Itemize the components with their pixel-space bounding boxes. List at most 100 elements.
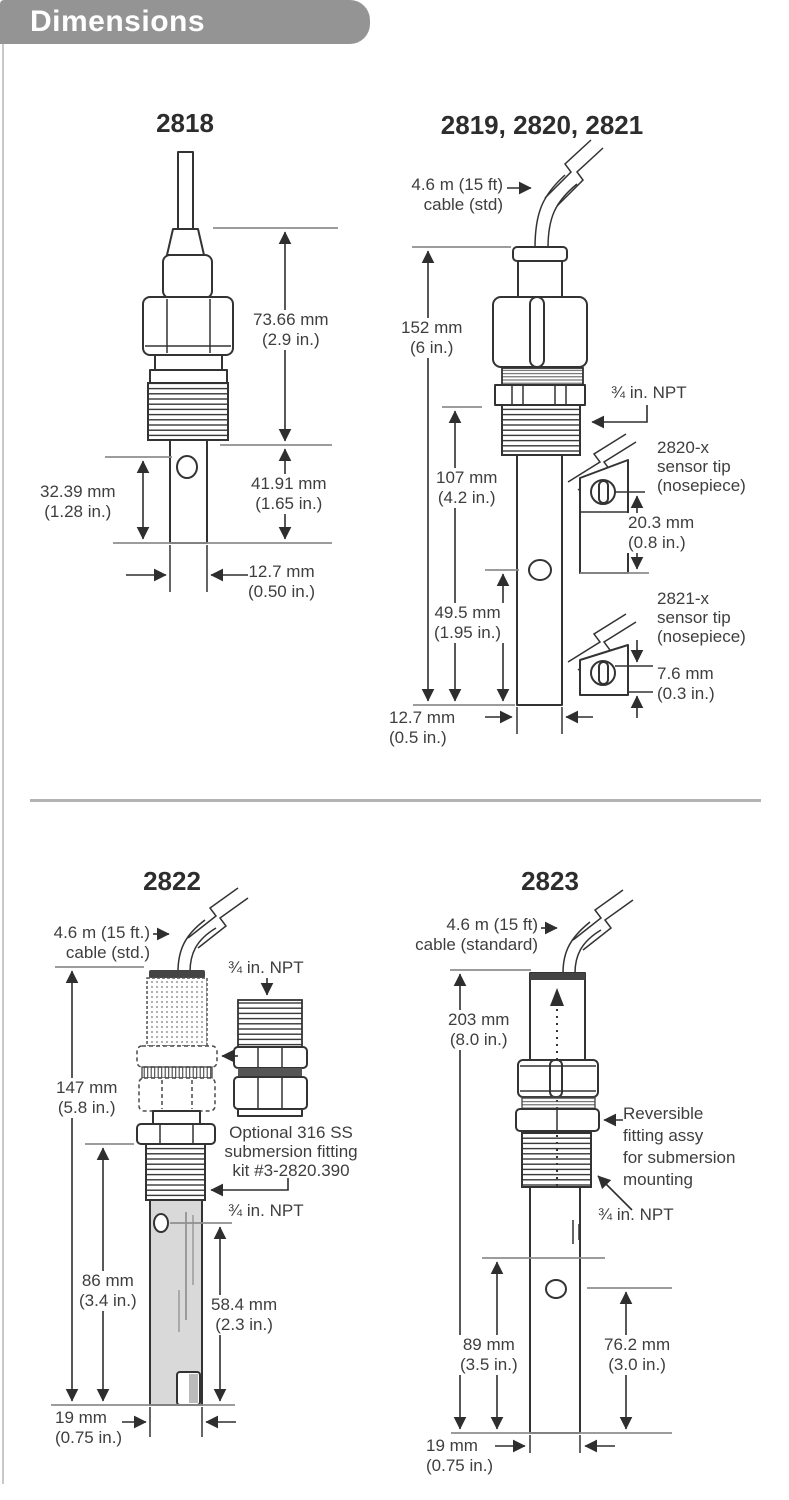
dim-label-width-2822: 19 mm (0.75 in.) xyxy=(55,1408,122,1448)
figure-title-2819-2820-2821: 2819, 2820, 2821 xyxy=(440,110,644,140)
note-line1: Reversible xyxy=(623,1104,704,1123)
dim-mm: 49.5 mm xyxy=(434,603,501,622)
optional-kit-note: Optional 316 SS submersion fitting kit #… xyxy=(213,1123,369,1180)
dim-in: (2.3 in.) xyxy=(215,1315,273,1334)
note-line3: for submersion xyxy=(623,1148,736,1167)
cable-line1: 4.6 m (15 ft.) xyxy=(53,923,150,942)
submersion-fitting-2822 xyxy=(221,978,308,1117)
sensor-drawing-2823 xyxy=(450,889,672,1453)
tip-line2: sensor tip xyxy=(657,457,731,476)
dim-label-overall-2823: 203 mm (8.0 in.) xyxy=(445,1010,513,1050)
note-line3: kit #3-2820.390 xyxy=(232,1161,350,1180)
dim-mm: 152 mm xyxy=(401,318,463,337)
figure-2823: 2823 4.6 m (15 ft) cable (standard) 203 … xyxy=(395,860,789,1500)
npt-label: ¾ in. NPT xyxy=(611,383,687,402)
sensor-body-2819 xyxy=(492,246,588,734)
cable-line2: cable (std.) xyxy=(65,943,150,962)
dim-in: (0.75 in.) xyxy=(426,1456,494,1475)
dim-mm: 19 mm xyxy=(426,1436,478,1455)
figure-title-2822: 2822 xyxy=(143,866,201,896)
dim-mm: 12.7 mm xyxy=(248,562,315,581)
sensor-body-2823 xyxy=(515,972,600,1434)
dim-label-hole-2823: 76.2 mm (3.0 in.) xyxy=(601,1335,674,1375)
cable-label: 4.6 m (15 ft) cable (standard) xyxy=(398,915,538,955)
dim-label-overall-2822: 147 mm (5.8 in.) xyxy=(53,1078,121,1118)
dim-in: (0.8 in.) xyxy=(628,533,686,552)
section-header-banner: Dimensions xyxy=(0,0,370,44)
dim-in: (1.28 in.) xyxy=(44,502,112,521)
dim-in: (0.75 in.) xyxy=(55,1428,123,1447)
dim-label-tip-2820: 20.3 mm (0.8 in.) xyxy=(625,513,698,553)
mounting-hole xyxy=(528,559,552,581)
tip-line3: (nosepiece) xyxy=(657,627,746,646)
dim-mm: 203 mm xyxy=(448,1010,510,1029)
dim-mm: 20.3 mm xyxy=(628,513,695,532)
break-icon xyxy=(567,433,627,483)
dim-in: (3.5 in.) xyxy=(460,1355,518,1374)
dim-label-hole-2818: 32.39 mm (1.28 in.) xyxy=(40,482,116,522)
cable-break-icon xyxy=(572,889,624,941)
nosepiece-2820-detail xyxy=(567,433,649,574)
dim-label-hole-2822: 58.4 mm (2.3 in.) xyxy=(208,1295,281,1335)
cable-line1: 4.6 m (15 ft) xyxy=(446,915,538,934)
dimension-lines-2818 xyxy=(105,227,338,592)
dim-mm: 107 mm xyxy=(436,468,498,487)
dim-mm: 89 mm xyxy=(462,1335,515,1354)
note-line1: Optional 316 SS xyxy=(229,1123,353,1142)
dim-label-tip-2821: 7.6 mm (0.3 in.) xyxy=(657,664,715,704)
break-icon xyxy=(567,613,627,663)
cable-break-icon xyxy=(187,887,239,939)
note-line4: mounting xyxy=(623,1170,693,1189)
note-line2: submersion fitting xyxy=(224,1142,358,1161)
tip-line3: (nosepiece) xyxy=(657,476,746,495)
dim-mm: 41.91 mm xyxy=(251,474,327,493)
dim-mm: 76.2 mm xyxy=(604,1335,671,1354)
npt-body-label: ¾ in. NPT xyxy=(228,1201,304,1220)
dim-mm: 73.66 mm xyxy=(253,310,329,329)
dim-mm: 86 mm xyxy=(81,1271,134,1290)
page-edge-line xyxy=(2,44,4,1484)
dim-label-insert-2819: 107 mm (4.2 in.) xyxy=(433,468,501,508)
npt-fitting-label: ¾ in. NPT xyxy=(228,958,304,977)
dim-label-overall-2818: 73.66 mm (2.9 in.) xyxy=(250,310,332,350)
section-divider xyxy=(30,799,761,802)
tip-model: 2821-x xyxy=(657,589,709,608)
dim-mm: 58.4 mm xyxy=(211,1295,278,1314)
sensor-body-2822 xyxy=(136,970,218,1406)
mounting-hole xyxy=(176,455,198,479)
figure-2822: 2822 4.6 m (15 ft.) cable (std.) ¾ in. N… xyxy=(20,860,390,1492)
dim-mm: 12.7 mm xyxy=(389,708,456,727)
dim-in: (5.8 in.) xyxy=(57,1098,116,1117)
dim-mm: 32.39 mm xyxy=(40,482,116,501)
figure-title-2818: 2818 xyxy=(156,108,214,138)
dim-label-overall-2819: 152 mm (6 in.) xyxy=(398,318,466,358)
sensor-drawing-2818 xyxy=(105,151,338,592)
sensor-drawing-2819-2820-2821 xyxy=(412,139,653,734)
dim-in: (1.95 in.) xyxy=(434,623,502,642)
dim-label-hole-2819: 49.5 mm (1.95 in.) xyxy=(431,603,505,643)
reversible-fitting-note: Reversible fitting assy for submersion m… xyxy=(623,1103,735,1191)
cable-label: 4.6 m (15 ft.) cable (std.) xyxy=(42,923,150,963)
sensor-body-2818 xyxy=(142,151,234,544)
cable-line2: cable (standard) xyxy=(415,935,538,954)
npt-label: ¾ in. NPT xyxy=(598,1205,674,1224)
dim-mm: 147 mm xyxy=(56,1078,118,1097)
dim-in: (3.0 in.) xyxy=(608,1355,666,1374)
dim-label-lower-2823: 89 mm (3.5 in.) xyxy=(457,1335,521,1375)
dim-label-width-2818: 12.7 mm (0.50 in.) xyxy=(248,562,315,602)
figure-2819-2820-2821: 2819, 2820, 2821 4.6 m (15 ft) cable (st… xyxy=(385,100,789,800)
dim-in: (2.9 in.) xyxy=(261,330,320,349)
cable-break-icon xyxy=(544,139,592,199)
tip-line2: sensor tip xyxy=(657,608,731,627)
dim-in: (0.3 in.) xyxy=(657,684,715,703)
cable-2819 xyxy=(507,139,604,249)
dim-mm: 19 mm xyxy=(55,1408,107,1427)
dim-label-lower-2822: 86 mm (3.4 in.) xyxy=(76,1271,140,1311)
dim-label-lower-2818: 41.91 mm (1.65 in.) xyxy=(248,474,330,514)
cable-line1: 4.6 m (15 ft) xyxy=(411,175,503,194)
dim-in: (6 in.) xyxy=(409,338,454,357)
dim-in: (0.50 in.) xyxy=(248,582,316,601)
up-arrow-icon xyxy=(550,988,564,1006)
note-line2: fitting assy xyxy=(623,1126,704,1145)
